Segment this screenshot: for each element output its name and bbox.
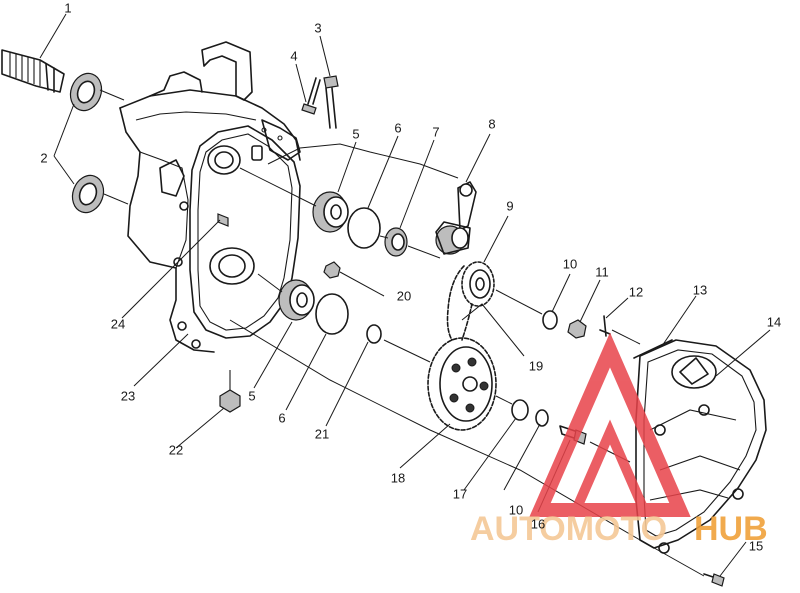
watermark-logo [529,332,691,517]
part-22-nut [219,370,241,413]
part-1-splined-shaft [1,49,65,93]
callout-5-lower: 5 [248,389,255,404]
callout-2: 2 [40,151,47,166]
callout-24: 24 [111,317,125,332]
callout-17: 17 [453,487,467,502]
part-10-washer-upper [542,310,558,330]
callout-9: 9 [506,199,513,214]
part-2-seal-upper [69,72,103,112]
part-10-washer-lower [535,409,549,427]
leader-lines [39,13,771,577]
part-4-bolt [301,77,321,115]
callout-10-lower: 10 [509,503,523,518]
part-5-bearing-lower [278,279,315,321]
part-12-cotter-pin [599,315,611,337]
callout-21: 21 [315,427,329,442]
part-17-washer [511,399,529,421]
callout-12: 12 [629,285,643,300]
callout-15: 15 [749,539,763,554]
callout-16: 16 [531,517,545,532]
callout-13: 13 [693,283,707,298]
callout-8: 8 [488,117,495,132]
callout-23: 23 [121,389,135,404]
part-21-washer [366,324,382,344]
callout-1: 1 [64,1,71,16]
part-19-drive-chain [446,265,473,341]
part-23-chaincase-housing [119,41,301,353]
part-11-nut [567,319,587,339]
callout-11: 11 [595,265,609,280]
callout-3: 3 [314,21,321,36]
part-9-drive-sprocket [461,261,495,307]
part-8-tensioner-arm [435,181,477,255]
part-20-nut [323,261,341,279]
part-18-driven-sprocket [427,337,497,431]
watermark-text-automoto: AUTOMOTO [470,510,667,548]
part-2-seal-lower [71,174,105,214]
part-3-adjuster-bolt [323,75,339,129]
callout-4: 4 [290,49,297,64]
part-5-bearing-upper [312,191,349,233]
callout-20: 20 [397,289,411,304]
callout-14: 14 [767,315,781,330]
part-13-cover-seal [633,339,673,359]
part-6-oring-lower [315,293,349,335]
part-24-dowel-pin [217,213,229,227]
part-7-bearing [384,227,408,257]
watermark-text-hub: HUB [694,510,768,548]
callout-6-lower: 6 [278,411,285,426]
callout-6-upper: 6 [394,121,401,136]
assembly-axis-lines [99,89,705,577]
part-6-oring-upper [347,207,381,249]
callout-22: 22 [169,443,183,458]
callout-19: 19 [529,359,543,374]
callout-10-upper: 10 [563,257,577,272]
callout-5-upper: 5 [352,127,359,142]
callout-7: 7 [432,125,439,140]
callout-labels: 1 2 3 4 5 5 6 6 7 8 9 10 10 11 12 13 14 … [40,1,781,554]
callout-18: 18 [391,471,405,486]
part-15-cover-bolt [703,573,725,587]
watermark-text: AUTOMOTO HUB [470,510,768,548]
